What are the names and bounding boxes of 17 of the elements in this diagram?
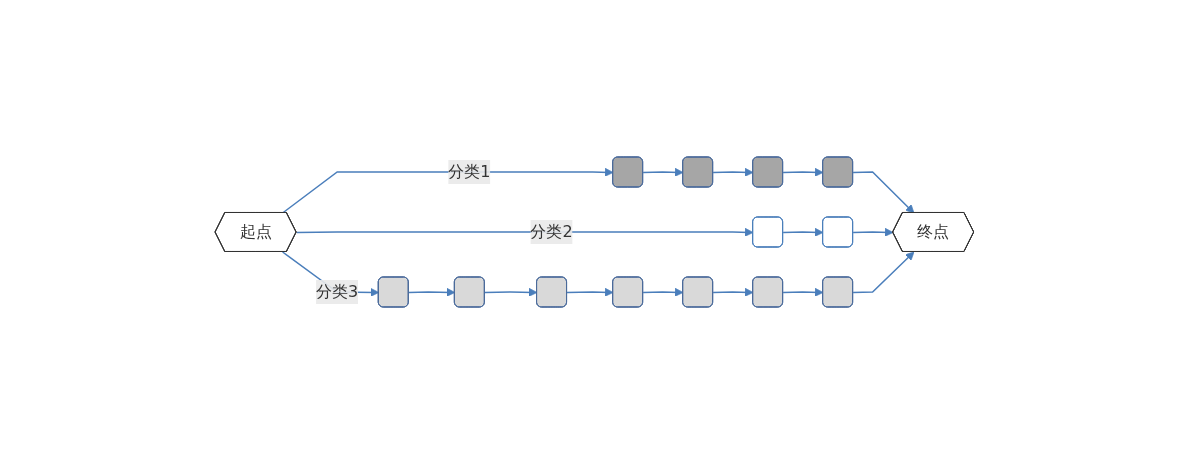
edge-label: 分类1 [448, 161, 491, 181]
edge-label: 分类2 [530, 221, 573, 241]
arrow [642, 287, 684, 297]
arrow [782, 287, 824, 297]
arrow [782, 227, 824, 237]
arrow [712, 287, 754, 297]
arrow [566, 287, 614, 297]
arrow [408, 287, 456, 297]
arrow [852, 170, 915, 213]
arrow [852, 227, 894, 237]
edge-label: 分类3 [316, 281, 359, 301]
arrow [852, 251, 915, 293]
arrow [296, 227, 754, 237]
arrow [484, 287, 538, 297]
arrow [642, 167, 684, 177]
arrow [712, 167, 754, 177]
arrow [782, 167, 824, 177]
